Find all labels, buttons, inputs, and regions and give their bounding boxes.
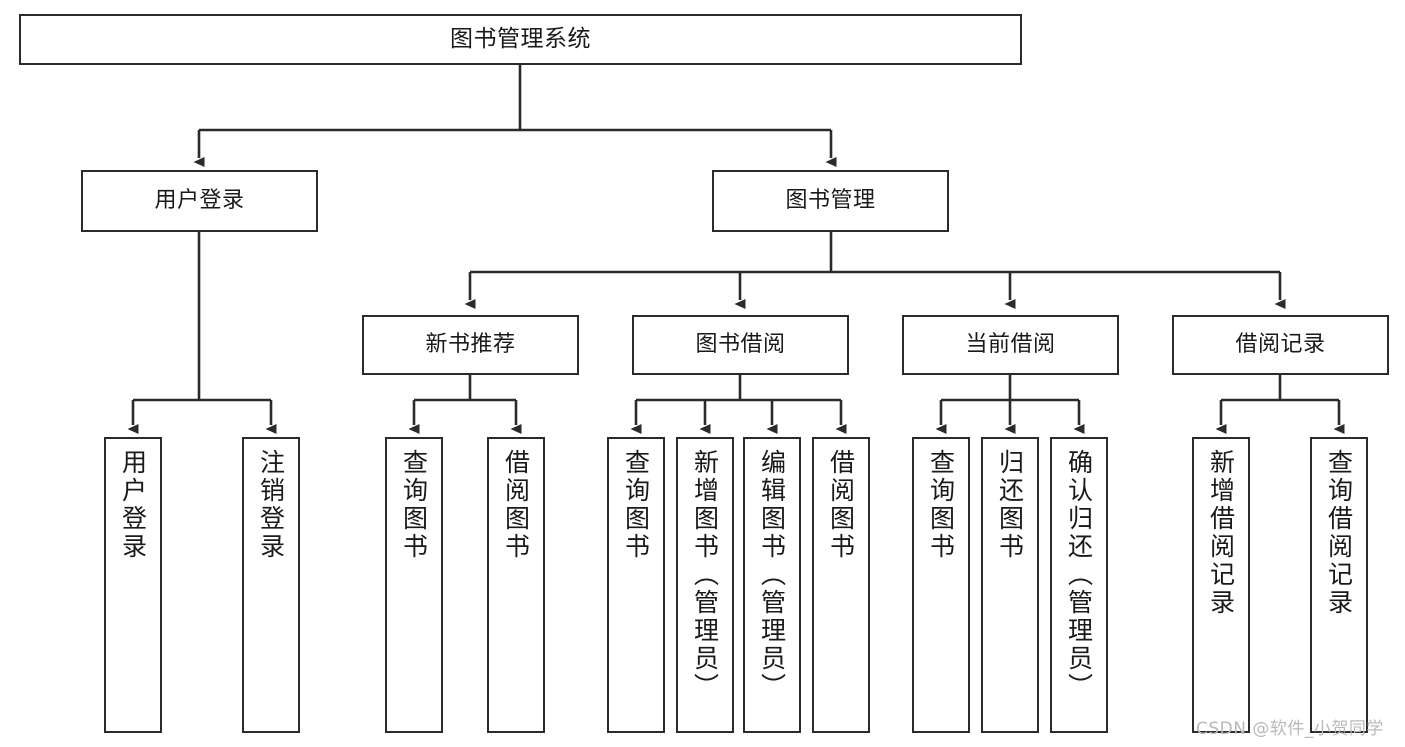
node-label: 确认归还（管理员） <box>1064 449 1094 701</box>
node-label: 当前借阅 <box>965 332 1056 358</box>
node-leaf-query-book-recommend[interactable]: 查询图书 <box>385 437 443 733</box>
node-current-borrow[interactable]: 当前借阅 <box>902 315 1119 375</box>
node-label: 新增借阅记录 <box>1206 449 1236 617</box>
node-label: 查询图书 <box>399 449 429 561</box>
node-label: 新书推荐 <box>425 332 516 358</box>
node-leaf-user-login[interactable]: 用户登录 <box>104 437 162 733</box>
node-leaf-add-borrow-record[interactable]: 新增借阅记录 <box>1192 437 1250 733</box>
node-label: 借阅记录 <box>1235 332 1326 358</box>
node-label: 归还图书 <box>995 449 1025 561</box>
node-leaf-edit-book[interactable]: 编辑图书（管理员） <box>743 437 801 733</box>
node-label: 借阅图书 <box>501 449 531 561</box>
node-book-borrow[interactable]: 图书借阅 <box>632 315 849 375</box>
node-root-system[interactable]: 图书管理系统 <box>19 14 1022 65</box>
node-leaf-query-borrow-record[interactable]: 查询借阅记录 <box>1310 437 1368 733</box>
node-book-management[interactable]: 图书管理 <box>712 170 949 232</box>
node-label: 图书管理系统 <box>450 25 591 52</box>
node-leaf-return-book[interactable]: 归还图书 <box>981 437 1039 733</box>
node-user-login[interactable]: 用户登录 <box>81 170 318 232</box>
node-label: 新增图书（管理员） <box>690 449 720 701</box>
node-leaf-logout-login[interactable]: 注销登录 <box>242 437 300 733</box>
node-leaf-borrow-book-recommend[interactable]: 借阅图书 <box>487 437 545 733</box>
node-label: 编辑图书（管理员） <box>757 449 787 701</box>
node-label: 注销登录 <box>256 449 286 561</box>
node-leaf-query-book-borrow[interactable]: 查询图书 <box>607 437 665 733</box>
node-label: 用户登录 <box>118 449 148 561</box>
csdn-watermark: CSDN @软件_小贺同学 <box>1196 719 1384 739</box>
node-leaf-add-book[interactable]: 新增图书（管理员） <box>676 437 734 733</box>
node-label: 查询图书 <box>926 449 956 561</box>
node-leaf-query-book-current[interactable]: 查询图书 <box>912 437 970 733</box>
node-label: 图书管理 <box>785 188 876 214</box>
node-borrow-record[interactable]: 借阅记录 <box>1172 315 1389 375</box>
node-label: 图书借阅 <box>695 332 786 358</box>
node-new-book-recommend[interactable]: 新书推荐 <box>362 315 579 375</box>
node-label: 借阅图书 <box>826 449 856 561</box>
node-leaf-confirm-return[interactable]: 确认归还（管理员） <box>1050 437 1108 733</box>
node-label: 用户登录 <box>154 188 245 214</box>
node-label: 查询图书 <box>621 449 651 561</box>
node-label: 查询借阅记录 <box>1324 449 1354 617</box>
node-leaf-borrow-book[interactable]: 借阅图书 <box>812 437 870 733</box>
